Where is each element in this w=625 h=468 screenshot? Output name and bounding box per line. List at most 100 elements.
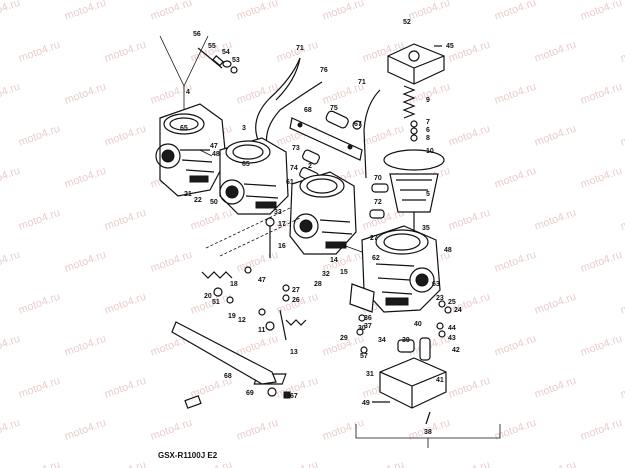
- part-callout: 71: [358, 79, 366, 86]
- part-callout: 68: [224, 373, 232, 380]
- part-callout: 52: [403, 19, 411, 26]
- part-callout: 10: [426, 148, 434, 155]
- part-callout: 32: [322, 271, 330, 278]
- watermark-text: moto4.ru: [63, 417, 108, 443]
- part-callout: 25: [448, 299, 456, 306]
- part-callout: 19: [228, 313, 236, 320]
- watermark-text: moto4.ru: [619, 291, 625, 317]
- part-callout: 61: [286, 179, 294, 186]
- watermark-text: moto4.ru: [0, 417, 22, 443]
- part-callout: 48: [444, 247, 452, 254]
- part-callout: 53: [232, 57, 240, 64]
- part-callout: 39: [402, 337, 410, 344]
- part-callout: 70: [374, 175, 382, 182]
- watermark-text: moto4.ru: [103, 123, 148, 149]
- watermark-text: moto4.ru: [235, 333, 280, 359]
- watermark-text: moto4.ru: [17, 207, 62, 233]
- watermark-text: moto4.ru: [619, 207, 625, 233]
- watermark-text: moto4.ru: [275, 459, 320, 468]
- watermark-text: moto4.ru: [103, 39, 148, 65]
- watermark-text: moto4.ru: [533, 375, 578, 401]
- watermark-text: moto4.ru: [17, 375, 62, 401]
- watermark-text: moto4.ru: [361, 459, 406, 468]
- part-callout: 14: [330, 257, 338, 264]
- watermark-text: moto4.ru: [493, 165, 538, 191]
- part-callout: 12: [238, 317, 246, 324]
- watermark-text: moto4.ru: [619, 123, 625, 149]
- part-callout: 28: [314, 281, 322, 288]
- part-callout: 18: [230, 281, 238, 288]
- part-callout: 40: [414, 321, 422, 328]
- watermark-text: moto4.ru: [533, 459, 578, 468]
- part-callout: 37: [364, 323, 372, 330]
- part-callout: 72: [374, 199, 382, 206]
- part-callout: 65: [180, 125, 188, 132]
- part-callout: 65: [242, 161, 250, 168]
- part-callout: 20: [204, 293, 212, 300]
- part-callout: 15: [340, 269, 348, 276]
- part-callout: 23: [436, 295, 444, 302]
- part-callout: 30: [358, 325, 366, 332]
- part-callout: 2: [308, 163, 312, 170]
- part-callout: 27: [370, 235, 378, 242]
- watermark-text: moto4.ru: [103, 291, 148, 317]
- watermark-text: moto4.ru: [579, 333, 624, 359]
- watermark-text: moto4.ru: [447, 375, 492, 401]
- watermark-text: moto4.ru: [407, 0, 452, 23]
- watermark-text: moto4.ru: [63, 81, 108, 107]
- part-callout: 44: [448, 325, 456, 332]
- part-callout: 56: [193, 31, 201, 38]
- part-callout: 26: [292, 297, 300, 304]
- watermark-text: moto4.ru: [619, 375, 625, 401]
- part-callout: 54: [222, 49, 230, 56]
- part-callout: 76: [320, 67, 328, 74]
- watermark-text: moto4.ru: [579, 165, 624, 191]
- watermark-text: moto4.ru: [235, 81, 280, 107]
- watermark-text: moto4.ru: [493, 0, 538, 23]
- watermark-text: moto4.ru: [619, 459, 625, 468]
- part-callout: 16: [278, 243, 286, 250]
- part-callout: 51: [212, 299, 220, 306]
- watermark-text: moto4.ru: [493, 81, 538, 107]
- watermark-text: moto4.ru: [149, 0, 194, 23]
- watermark-text: moto4.ru: [0, 165, 22, 191]
- part-callout: 41: [436, 377, 444, 384]
- watermark-text: moto4.ru: [533, 291, 578, 317]
- watermark-text: moto4.ru: [361, 123, 406, 149]
- watermark-text: moto4.ru: [579, 249, 624, 275]
- part-callout: 43: [448, 335, 456, 342]
- watermark-text: moto4.ru: [63, 165, 108, 191]
- part-callout: 9: [426, 97, 430, 104]
- watermark-text: moto4.ru: [103, 207, 148, 233]
- part-callout: 74: [290, 165, 298, 172]
- top-cap-52: [387, 43, 445, 85]
- watermark-text: moto4.ru: [149, 249, 194, 275]
- part-callout: 63: [432, 281, 440, 288]
- part-callout: 47: [210, 143, 218, 150]
- watermark-text: moto4.ru: [579, 0, 624, 23]
- part-callout: 57: [360, 353, 368, 360]
- carburetor-body-1: [361, 225, 441, 313]
- part-callout: 34: [378, 337, 386, 344]
- part-callout: 13: [290, 349, 298, 356]
- watermark-text: moto4.ru: [579, 81, 624, 107]
- part-number-callouts: 56 55 54 53 4 65 47 48 21 22 50 3 65 71 …: [180, 19, 462, 436]
- part-callout: 38: [424, 429, 432, 436]
- watermark-text: moto4.ru: [0, 333, 22, 359]
- watermark-text: moto4.ru: [63, 333, 108, 359]
- watermark-text: moto4.ru: [533, 39, 578, 65]
- watermark-text: moto4.ru: [0, 0, 22, 23]
- part-callout: 7: [426, 119, 430, 126]
- part-callout: 33: [274, 209, 282, 216]
- part-callout: 62: [372, 255, 380, 262]
- watermark-text: moto4.ru: [0, 249, 22, 275]
- part-callout: 45: [446, 43, 454, 50]
- part-callout: 71: [296, 45, 304, 52]
- part-callout: 11: [258, 327, 266, 334]
- watermark-text: moto4.ru: [235, 249, 280, 275]
- part-callout: 68: [304, 107, 312, 114]
- part-callout: 35: [422, 225, 430, 232]
- watermark-text: moto4.ru: [493, 333, 538, 359]
- watermark-text: moto4.ru: [447, 207, 492, 233]
